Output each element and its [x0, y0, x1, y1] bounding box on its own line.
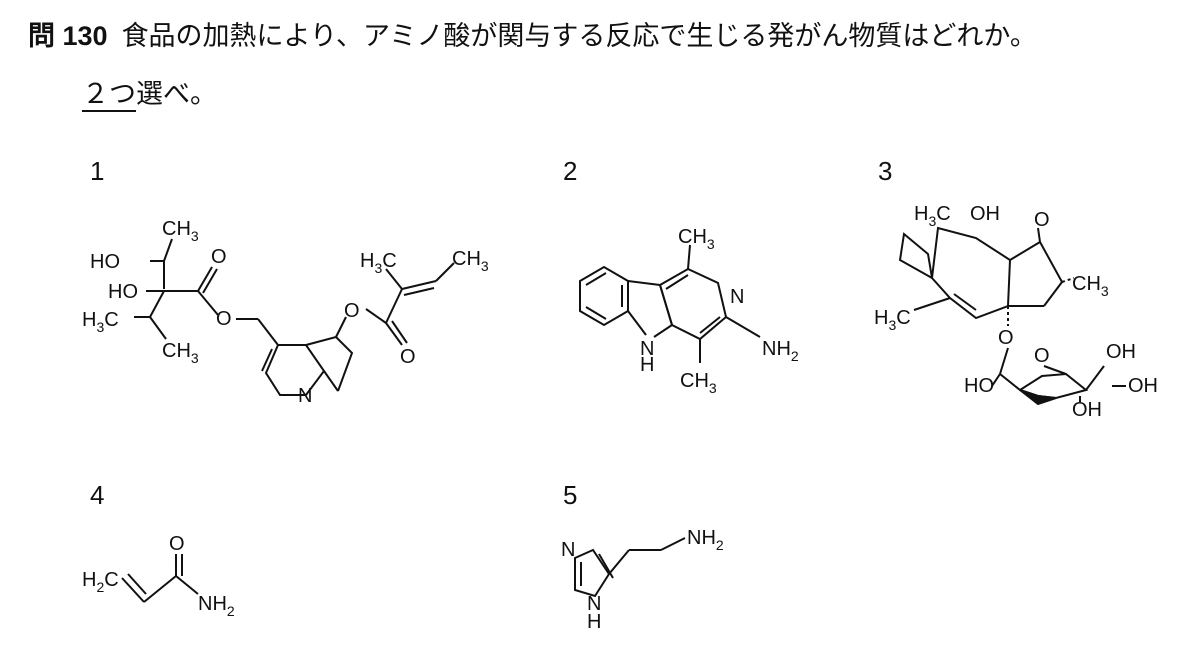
structure-4-acrylamide: H2C O NH2 [82, 533, 235, 619]
option-label-4: 4 [90, 480, 105, 510]
svg-text:H3C: H3C [874, 307, 911, 333]
svg-text:O: O [216, 308, 232, 330]
svg-text:CH3: CH3 [162, 340, 199, 366]
svg-text:N: N [587, 593, 601, 615]
question-instruction: ２つ選べ。 [82, 74, 217, 115]
svg-text:N: N [561, 539, 575, 561]
svg-text:H: H [640, 354, 654, 376]
svg-text:HO: HO [964, 375, 994, 397]
svg-text:OH: OH [970, 203, 1000, 225]
structure-5-histamine: N N H NH2 [561, 527, 724, 633]
question-text: 食品の加熱により、アミノ酸が関与する反応で生じる発がん物質はどれか。 [121, 21, 1037, 52]
svg-text:NH2: NH2 [762, 338, 799, 364]
svg-text:N: N [730, 286, 744, 308]
instruction-rest: 選べ。 [136, 79, 217, 110]
structure-1-pyrrolizidine-ester: CH3 HO HO H3C CH3 O O N O O H3C CH3 [82, 218, 489, 407]
svg-text:CH3: CH3 [452, 248, 489, 274]
question-header: 問 130 食品の加熱により、アミノ酸が関与する反応で生じる発がん物質はどれか。 [28, 16, 1037, 57]
svg-text:H2C: H2C [82, 569, 119, 595]
svg-text:O: O [1034, 209, 1050, 231]
svg-text:O: O [344, 300, 360, 322]
svg-text:O: O [169, 533, 185, 555]
svg-text:N: N [298, 385, 312, 407]
svg-text:NH2: NH2 [198, 593, 235, 619]
option-label-2: 2 [563, 156, 578, 186]
svg-text:CH3: CH3 [680, 370, 717, 396]
svg-text:H: H [587, 611, 601, 633]
svg-text:H3C: H3C [914, 203, 951, 229]
option-label-3: 3 [878, 156, 893, 186]
svg-text:OH: OH [1128, 375, 1158, 397]
svg-text:CH3: CH3 [162, 218, 199, 244]
svg-text:H3C: H3C [360, 250, 397, 276]
svg-text:O: O [998, 327, 1014, 349]
svg-text:OH: OH [1072, 399, 1102, 421]
structure-3-spiro-glycoside: H3C OH O H3C CH3 O O OH HO OH OH [874, 203, 1158, 421]
svg-text:O: O [1034, 345, 1050, 367]
svg-text:HO: HO [90, 251, 120, 273]
svg-text:NH2: NH2 [687, 527, 724, 553]
answer-count-emphasis: ２つ [82, 79, 136, 109]
svg-text:H3C: H3C [82, 309, 119, 335]
option-label-1: 1 [90, 156, 105, 186]
option-label-5: 5 [563, 480, 578, 510]
svg-text:N: N [640, 338, 654, 360]
svg-text:CH3: CH3 [1072, 273, 1109, 299]
svg-text:OH: OH [1106, 341, 1136, 363]
question-number: 問 130 [28, 21, 108, 51]
svg-text:HO: HO [108, 281, 138, 303]
svg-text:O: O [400, 346, 416, 368]
structure-2-amino-carboline: N H CH3 N NH2 CH3 [579, 226, 799, 396]
svg-text:O: O [211, 246, 227, 268]
svg-text:CH3: CH3 [678, 226, 715, 252]
